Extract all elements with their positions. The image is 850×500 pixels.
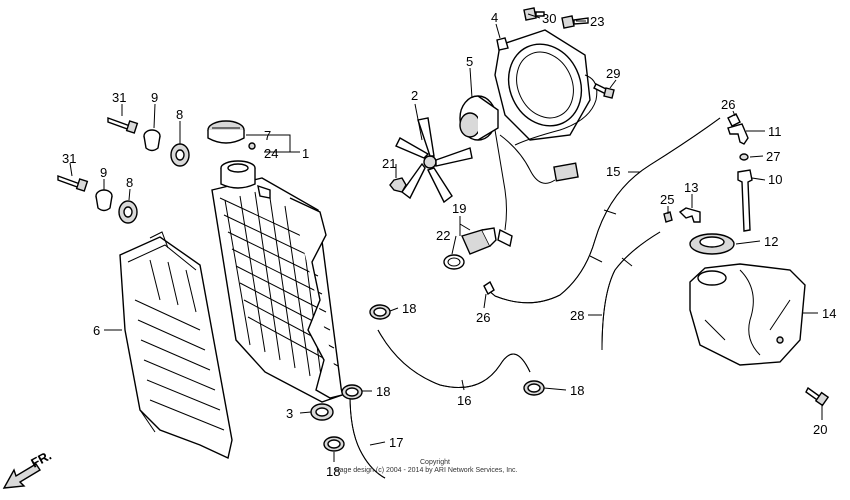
fan-blade	[395, 117, 473, 204]
callout-25: 25	[660, 192, 674, 207]
bolt-29	[593, 83, 615, 99]
callout-27: 27	[766, 149, 780, 164]
bolt-20	[805, 386, 830, 407]
callout-9-upper: 9	[151, 90, 158, 105]
callout-23: 23	[590, 14, 604, 29]
callout-8-upper: 8	[176, 107, 183, 122]
callout-21: 21	[382, 156, 396, 171]
thermo-switch	[443, 227, 497, 270]
water-hose-17	[349, 394, 386, 479]
callout-26-lower: 26	[476, 310, 490, 325]
leader-lines	[69, 13, 823, 462]
grommet-8-lower	[118, 200, 138, 224]
callout-9-lower: 9	[100, 165, 107, 180]
callout-31-lower: 31	[62, 151, 76, 166]
callout-26-upper: 26	[721, 97, 735, 112]
callout-18-d: 18	[326, 464, 340, 479]
tube-10	[737, 169, 753, 232]
grommet-3	[310, 403, 334, 421]
copyright-line-2: Page design (c) 2004 - 2014 by ARI Netwo…	[335, 467, 518, 474]
callout-8-lower: 8	[126, 175, 133, 190]
hose-clamp-18b	[341, 384, 363, 400]
collar-9-upper	[143, 129, 161, 152]
clip-27	[739, 153, 749, 161]
copyright-notice: Copyright Page design (c) 2004 - 2014 by…	[335, 459, 518, 474]
collar-9-lower	[95, 189, 113, 212]
callout-14: 14	[822, 306, 836, 321]
water-hose-16	[377, 329, 531, 388]
reserve-tank	[689, 263, 806, 366]
overflow-tube-15	[487, 117, 721, 304]
copyright-line-1: Copyright	[420, 459, 450, 466]
hose-clamp-18d	[323, 436, 345, 452]
callout-19: 19	[452, 201, 466, 216]
joint-11	[727, 123, 749, 145]
reserve-tank-cap	[689, 233, 735, 255]
callout-3: 3	[286, 406, 293, 421]
callout-17: 17	[389, 435, 403, 450]
radiator-shroud	[119, 231, 233, 460]
callout-28: 28	[570, 308, 584, 323]
callout-16: 16	[457, 393, 471, 408]
callout-10: 10	[768, 172, 782, 187]
callout-1: 1	[302, 146, 309, 161]
clip-26b	[483, 280, 495, 296]
callout-12: 12	[764, 234, 778, 249]
bolt-31-lower	[57, 175, 89, 192]
cap-screw	[248, 142, 256, 150]
callout-5: 5	[466, 54, 473, 69]
callout-2: 2	[411, 88, 418, 103]
callout-18-a: 18	[402, 301, 416, 316]
callout-labels: 31 9 8 31 9 8 6 7 24 1 2 4 5 30 23 29 21…	[62, 10, 836, 479]
bolt-23	[561, 15, 589, 29]
callout-4: 4	[491, 10, 498, 25]
callout-7: 7	[264, 128, 271, 143]
bolt-30	[523, 7, 545, 21]
grommet-8-upper	[170, 143, 190, 167]
fan-motor	[459, 95, 579, 248]
bolt-31-upper	[107, 117, 139, 134]
clip-26a	[727, 113, 741, 127]
callout-13: 13	[684, 180, 698, 195]
callout-30: 30	[542, 11, 556, 26]
nut-21	[389, 177, 407, 193]
joint-13	[678, 207, 701, 223]
callout-22: 22	[436, 228, 450, 243]
callout-31-upper: 31	[112, 90, 126, 105]
hose-clamp-18c	[523, 380, 545, 396]
callout-20: 20	[813, 422, 827, 437]
fan-shroud	[494, 29, 598, 146]
callout-24: 24	[264, 146, 278, 161]
callout-18-b: 18	[376, 384, 390, 399]
radiator	[211, 160, 343, 403]
front-direction-arrow: FR.	[2, 448, 54, 489]
callout-18-c: 18	[570, 383, 584, 398]
callout-29: 29	[606, 66, 620, 81]
callout-11: 11	[768, 124, 782, 139]
callout-6: 6	[93, 323, 100, 338]
callout-15: 15	[606, 164, 620, 179]
radiator-cap	[207, 120, 245, 144]
siphon-tube-28	[601, 231, 661, 351]
hose-clamp-18a	[369, 304, 391, 320]
